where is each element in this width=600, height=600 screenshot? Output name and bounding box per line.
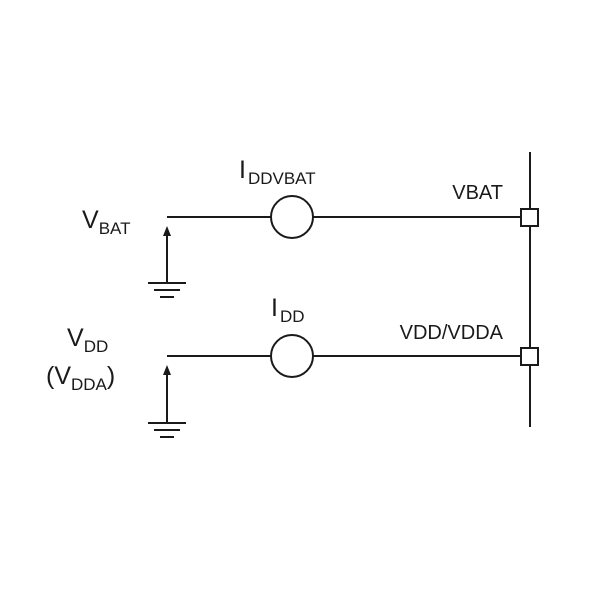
vdd-source-label: VDD — [67, 324, 108, 356]
vbat-pin-terminal — [520, 208, 539, 227]
vbat-branch — [148, 195, 539, 298]
iddvbat-ammeter — [270, 195, 314, 239]
vdd-source-arrowhead — [163, 365, 171, 375]
vdd-branch — [148, 334, 539, 438]
vdd-source-ground — [148, 365, 186, 438]
vbat-pin-label: VBAT — [452, 182, 503, 204]
vdda-source-label: (VDDA) — [46, 362, 115, 394]
vdd-vdda-pin-terminal — [520, 347, 539, 366]
vbat-source-label: VBAT — [82, 206, 131, 238]
idd-ammeter — [270, 334, 314, 378]
vbat-source-ground — [148, 226, 186, 298]
vdd-vdda-pin-label: VDD/VDDA — [400, 322, 504, 344]
vbat-source-arrowhead — [163, 226, 171, 236]
